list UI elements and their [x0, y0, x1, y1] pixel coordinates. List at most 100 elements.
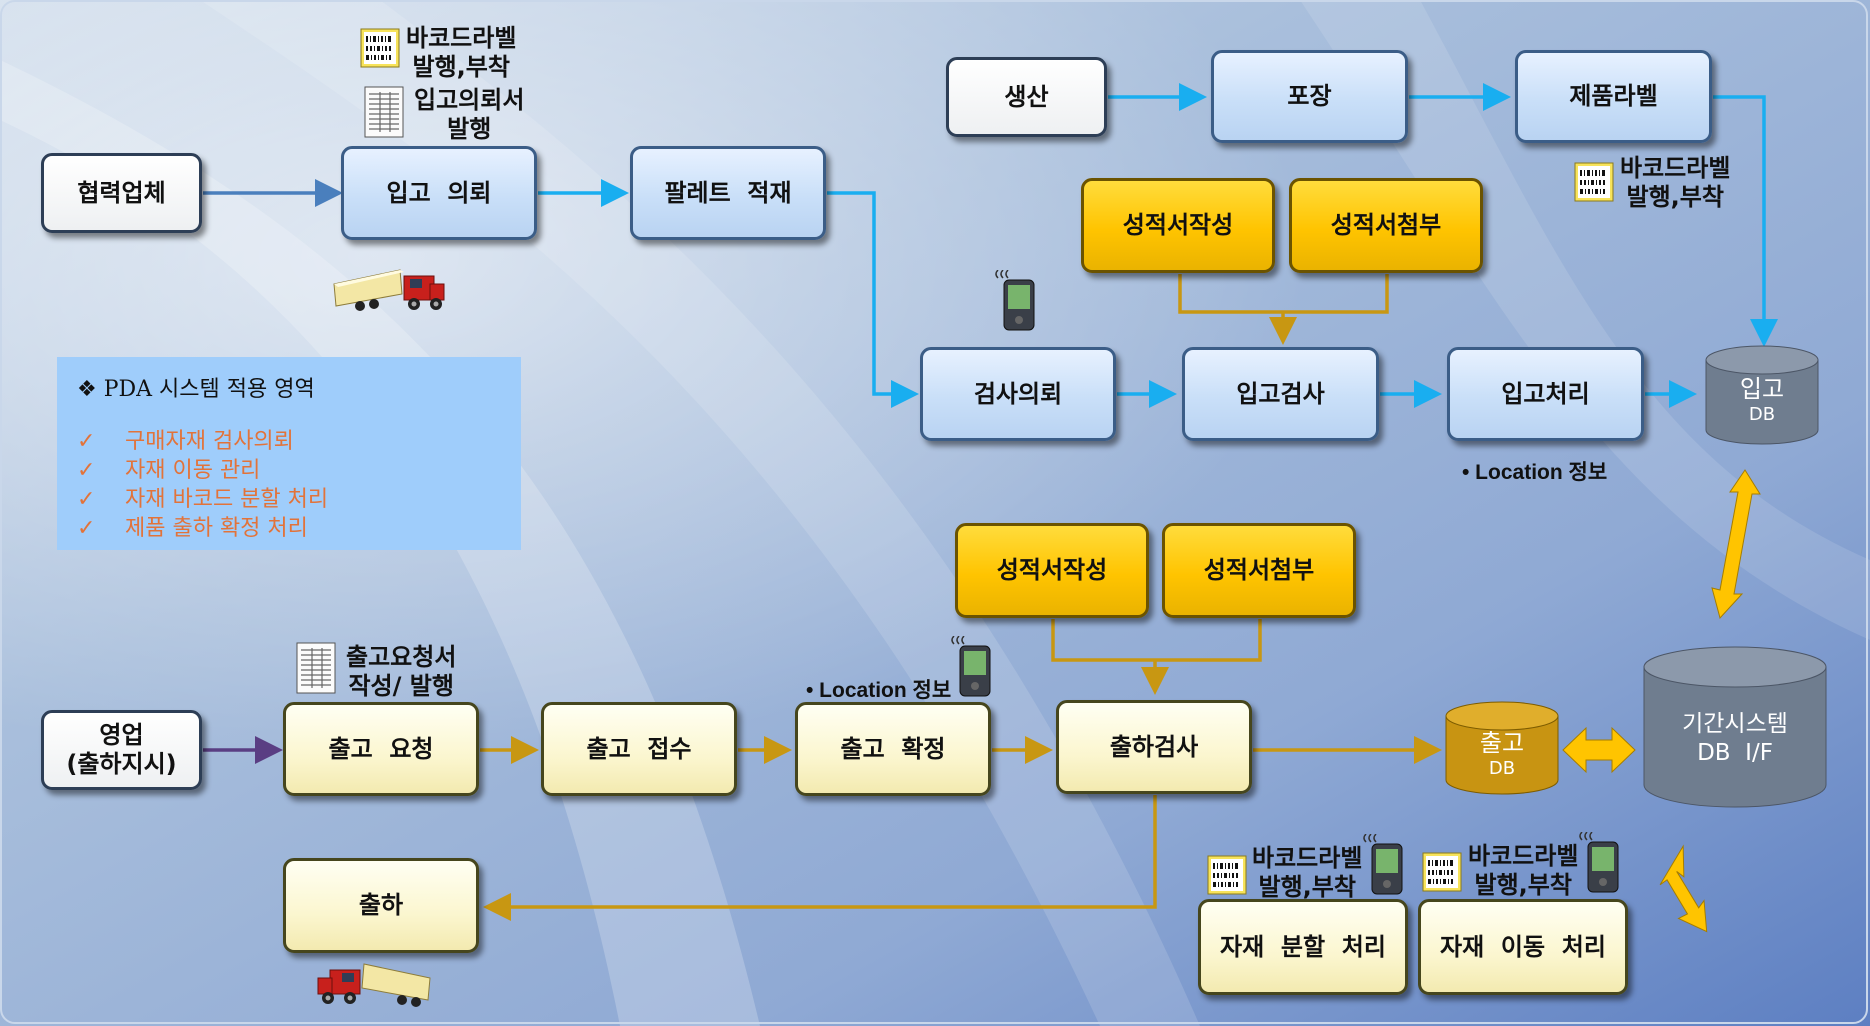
sales-sub-label: (출하지시) [66, 750, 177, 778]
core-db-cylinder [1643, 646, 1827, 808]
product-barcode-note: 바코드라벨 발행,부착 [1620, 154, 1730, 212]
note-line: 바코드라벨 [1620, 154, 1731, 182]
receiving-location-note: • Location 정보 [1462, 461, 1608, 484]
note-line: 출고요청서 [346, 643, 457, 671]
pda-item-label: 제품 출하 확정 처리 [125, 516, 308, 541]
receiving-process-box: 입고처리 [1447, 347, 1644, 441]
ship-inspect-box: 출하검사 [1056, 700, 1252, 794]
inbound-db-label: 입고 DB [1702, 374, 1822, 427]
barcode-label-icon [1422, 852, 1462, 892]
barcode-label-icon [360, 28, 400, 68]
barcode-label-icon [1207, 855, 1247, 895]
split-barcode-note: 바코드라벨 발행,부착 [1252, 844, 1362, 902]
ship-confirm-box: 출고 확정 [795, 702, 991, 796]
pda-item-label: 자재 바코드 분할 처리 [125, 487, 329, 512]
note-line: 발행,부착 [1258, 872, 1356, 901]
partner-label: 협력업체 [77, 178, 166, 207]
note-line: 바코드라벨 [1468, 842, 1579, 870]
note-line: 발행,부착 [412, 52, 510, 81]
checkmark-icon: ✓ [77, 487, 96, 512]
pda-item: ✓ 구매자재 검사의뢰 [77, 427, 501, 456]
product-label-box: 제품라벨 [1515, 50, 1712, 143]
ship-receive-label: 출고 접수 [586, 734, 692, 763]
pda-scope-panel: ❖ PDA 시스템 적용 영역 ✓ 구매자재 검사의뢰 ✓ 자재 이동 관리 ✓ 자재… [57, 357, 521, 550]
db-sub: DB [1748, 404, 1776, 425]
inbound-request-box: 입고 의뢰 [341, 146, 537, 240]
pda-device-icon [1579, 832, 1619, 893]
pda-item: ✓ 자재 이동 관리 [77, 456, 501, 485]
barcode-label-icon [1574, 162, 1614, 202]
receiving-inspect-label: 입고검사 [1236, 379, 1325, 408]
ship-label: 출하 [358, 891, 404, 920]
truck-icon [317, 963, 431, 1007]
cert-write-box-top: 성적서작성 [1081, 178, 1275, 273]
checkmark-icon: ✓ [77, 429, 96, 454]
document-icon [296, 642, 336, 694]
material-split-box: 자재 분할 처리 [1198, 899, 1408, 995]
note-line: 입고의뢰서 [414, 86, 525, 114]
sales-box: 영업 (출하지시) [41, 710, 202, 790]
pack-box: 포장 [1211, 50, 1408, 143]
product-label-label: 제품라벨 [1569, 82, 1658, 111]
cert-attach-box-bottom: 성적서첨부 [1162, 523, 1356, 618]
cert-attach-box-top: 성적서첨부 [1289, 178, 1483, 273]
db-sub: DB [1488, 758, 1516, 779]
note-line: 바코드라벨 [1252, 844, 1363, 872]
receipt-doc-note: 입고의뢰서 발행 [414, 86, 524, 144]
pda-device-icon [951, 636, 991, 697]
note-line: 발행,부착 [1474, 870, 1572, 899]
note-line: 발행,부착 [1626, 182, 1724, 211]
outbound-db-label: 출고 DB [1443, 728, 1561, 781]
outbound-db-cylinder [1445, 701, 1559, 795]
produce-label: 생산 [1004, 82, 1049, 111]
ship-request-label: 출고 요청 [328, 734, 434, 763]
db-name: 기간시스템 [1682, 711, 1788, 737]
document-icon [364, 86, 404, 138]
ship-box: 출하 [283, 858, 479, 953]
move-barcode-note: 바코드라벨 발행,부착 [1468, 842, 1578, 900]
inbound-barcode-note: 바코드라벨 발행,부착 [406, 24, 516, 82]
pda-panel-title: ❖ PDA 시스템 적용 영역 [77, 377, 315, 402]
material-split-label: 자재 분할 처리 [1220, 932, 1386, 961]
produce-box: 생산 [946, 57, 1107, 137]
inspect-request-label: 검사의뢰 [973, 379, 1063, 408]
sales-label: 영업 [99, 721, 144, 750]
ship-receive-box: 출고 접수 [541, 702, 737, 796]
cert-write-label: 성적서작성 [1122, 211, 1234, 240]
ship-inspect-label: 출하검사 [1109, 732, 1199, 761]
inbound-db-cylinder [1705, 345, 1819, 445]
note-line: 작성/ 발행 [348, 671, 454, 700]
ship-location-note: • Location 정보 [806, 679, 952, 702]
ship-confirm-label: 출고 확정 [840, 734, 946, 763]
truck-icon [333, 269, 445, 311]
material-move-label: 자재 이동 처리 [1440, 932, 1606, 961]
inspect-request-box: 검사의뢰 [920, 347, 1116, 441]
note-line: 발행 [447, 114, 492, 143]
pallet-box: 팔레트 적재 [630, 146, 826, 240]
pda-item-list: ✓ 구매자재 검사의뢰 ✓ 자재 이동 관리 ✓ 자재 바코드 분할 처리 ✓ 제품 출… [77, 427, 501, 543]
receiving-process-label: 입고처리 [1501, 379, 1590, 408]
pda-item-label: 구매자재 검사의뢰 [125, 429, 294, 454]
pda-device-icon [995, 270, 1035, 331]
inbound-request-label: 입고 의뢰 [386, 178, 492, 207]
cert-write-box-bottom: 성적서작성 [955, 523, 1149, 618]
db-sub: DB I/F [1697, 739, 1773, 766]
cert-attach-label: 성적서첨부 [1330, 211, 1442, 240]
material-move-box: 자재 이동 처리 [1418, 899, 1628, 995]
db-name: 출고 [1479, 729, 1525, 757]
pda-device-icon [1363, 834, 1403, 895]
ship-request-box: 출고 요청 [283, 702, 479, 796]
partner-box: 협력업체 [41, 153, 202, 233]
cert-write-label: 성적서작성 [996, 556, 1108, 585]
pallet-label: 팔레트 적재 [664, 178, 792, 207]
pda-item-label: 자재 이동 관리 [125, 458, 261, 483]
checkmark-icon: ✓ [77, 458, 96, 483]
ship-request-doc-note: 출고요청서 작성/ 발행 [346, 643, 456, 701]
checkmark-icon: ✓ [77, 516, 96, 541]
pack-label: 포장 [1287, 82, 1332, 111]
note-line: 바코드라벨 [406, 24, 517, 52]
receiving-inspect-box: 입고검사 [1182, 347, 1379, 441]
pda-item: ✓ 자재 바코드 분할 처리 [77, 485, 501, 514]
db-name: 입고 [1739, 375, 1785, 403]
core-db-label: 기간시스템 DB I/F [1640, 710, 1830, 768]
